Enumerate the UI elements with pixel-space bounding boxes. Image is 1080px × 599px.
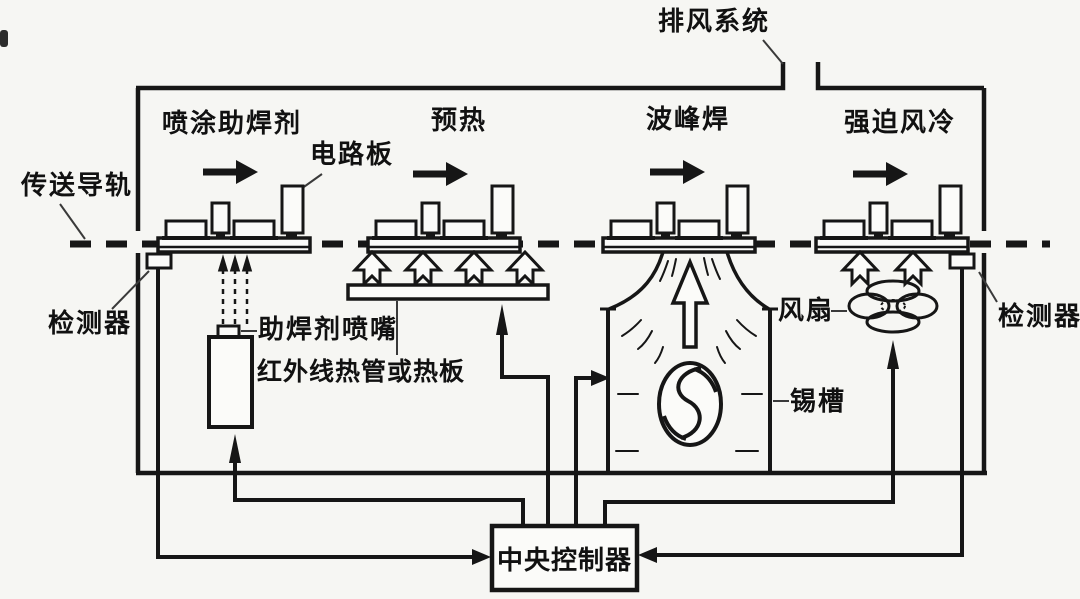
label-station-wave: 波峰焊 <box>645 105 731 135</box>
control-lines <box>156 268 964 559</box>
heater-control-line <box>500 333 550 524</box>
wave-up-arrow-icon <box>670 257 710 349</box>
right-arrow-icon <box>203 160 258 184</box>
detector-left-signal-line <box>156 268 473 559</box>
central-controller-label: 中央控制器 <box>496 545 632 576</box>
hollow-up-arrow-icon <box>839 249 934 288</box>
flux-tank <box>207 335 254 429</box>
detector-left-leader <box>111 270 150 310</box>
label-conveyor-rail: 传送导轨 <box>20 171 134 201</box>
detectors <box>145 252 976 270</box>
control-arrowheads <box>229 304 899 565</box>
label-station-preheat: 预热 <box>430 106 488 136</box>
exhaust-leader <box>762 39 784 65</box>
fan-icon <box>847 279 939 334</box>
direction-arrows <box>203 160 908 186</box>
detector-left-sensor <box>145 252 173 270</box>
right-arrow-icon <box>853 162 908 186</box>
label-solder-pot: 锡槽 <box>790 387 847 417</box>
conveyor-leader <box>59 203 86 240</box>
label-ir-heater: 红外线热管或热板 <box>257 357 466 386</box>
solder-pot-walls <box>606 310 772 473</box>
fan-control-line <box>603 367 895 524</box>
ir-heater-plate <box>346 283 550 301</box>
circuit-boards <box>156 184 970 254</box>
flux-control-line <box>233 461 525 524</box>
label-exhaust-system: 排风系统 <box>657 7 771 37</box>
solder-wave-curve <box>608 251 770 311</box>
pcb <box>814 184 970 254</box>
detector-right-leader <box>978 271 998 303</box>
pcb <box>366 184 522 254</box>
flux-spray-icon <box>217 254 253 324</box>
central-controller-box <box>489 523 640 593</box>
pcb <box>601 184 757 254</box>
label-station-flux: 喷涂助焊剂 <box>161 109 303 139</box>
cooling-section <box>839 249 939 334</box>
label-detector-left: 检测器 <box>48 309 133 339</box>
label-detector-right: 检测器 <box>998 302 1080 332</box>
hollow-up-arrow-icon <box>351 249 546 288</box>
preheater <box>346 249 550 301</box>
flow-streaks <box>615 257 763 452</box>
solder-pot-assembly <box>600 251 778 473</box>
label-flux-nozzle: 助焊剂喷嘴 <box>258 315 399 345</box>
pcb <box>156 184 312 254</box>
label-station-cooling: 强迫风冷 <box>843 108 957 138</box>
pump-impeller-icon <box>657 361 723 447</box>
detector-right-sensor <box>948 252 976 270</box>
pot-control-line <box>574 376 592 524</box>
right-arrow-icon <box>413 162 468 186</box>
label-fan: 风扇 <box>778 296 835 326</box>
detector-right-signal-line <box>656 268 964 557</box>
scan-artifact <box>0 30 8 47</box>
right-arrow-icon <box>650 160 705 184</box>
machine-enclosure <box>135 62 987 476</box>
flux-sprayer <box>207 254 254 429</box>
label-circuit-board: 电路板 <box>309 140 395 170</box>
